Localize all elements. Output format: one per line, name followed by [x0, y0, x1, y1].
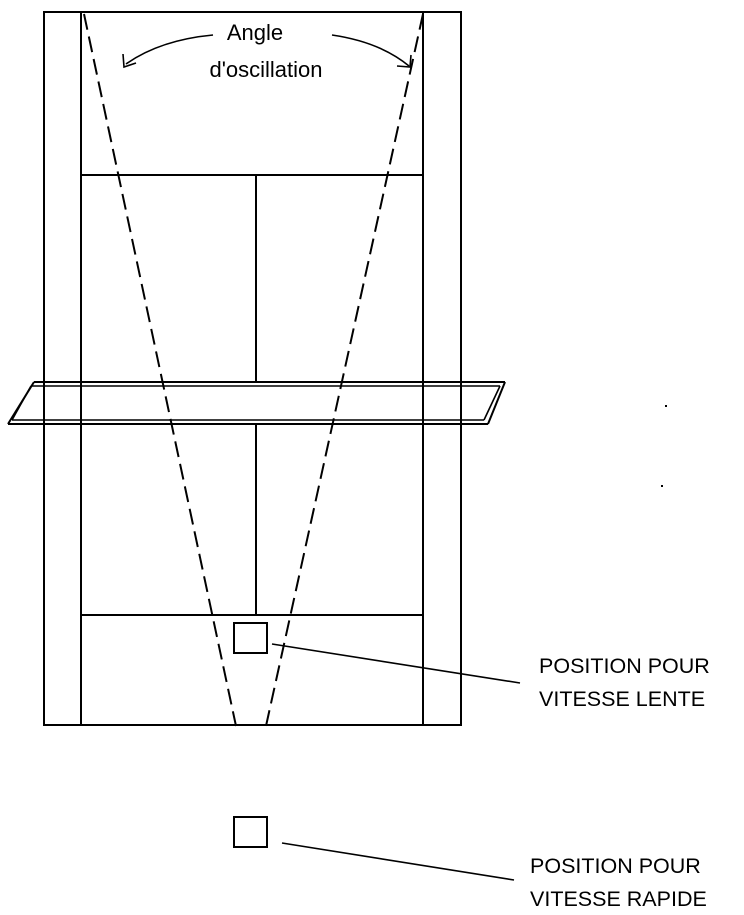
angle-arrow-left [122, 34, 214, 69]
fast-position-marker [233, 816, 268, 848]
fast-position-label-line2: VITESSE RAPIDE [530, 887, 707, 911]
speck-lower [661, 485, 663, 487]
slow-position-label-line1: POSITION POUR [539, 654, 710, 678]
slow-position-leader [271, 643, 521, 684]
outer-frame [43, 11, 462, 726]
angle-label-line1: Angle [227, 20, 283, 45]
oscillation-line-right [265, 13, 424, 727]
fast-position-label-line1: POSITION POUR [530, 854, 701, 878]
slow-position-marker [233, 622, 268, 654]
oscillation-line-left [83, 13, 237, 727]
angle-label-line2: d'oscillation [209, 57, 322, 82]
crossing-bar [7, 381, 506, 425]
angle-arrow-right [331, 34, 412, 68]
fast-position-leader [281, 842, 515, 881]
speck-upper [665, 405, 667, 407]
slow-position-label-line2: VITESSE LENTE [539, 687, 705, 711]
